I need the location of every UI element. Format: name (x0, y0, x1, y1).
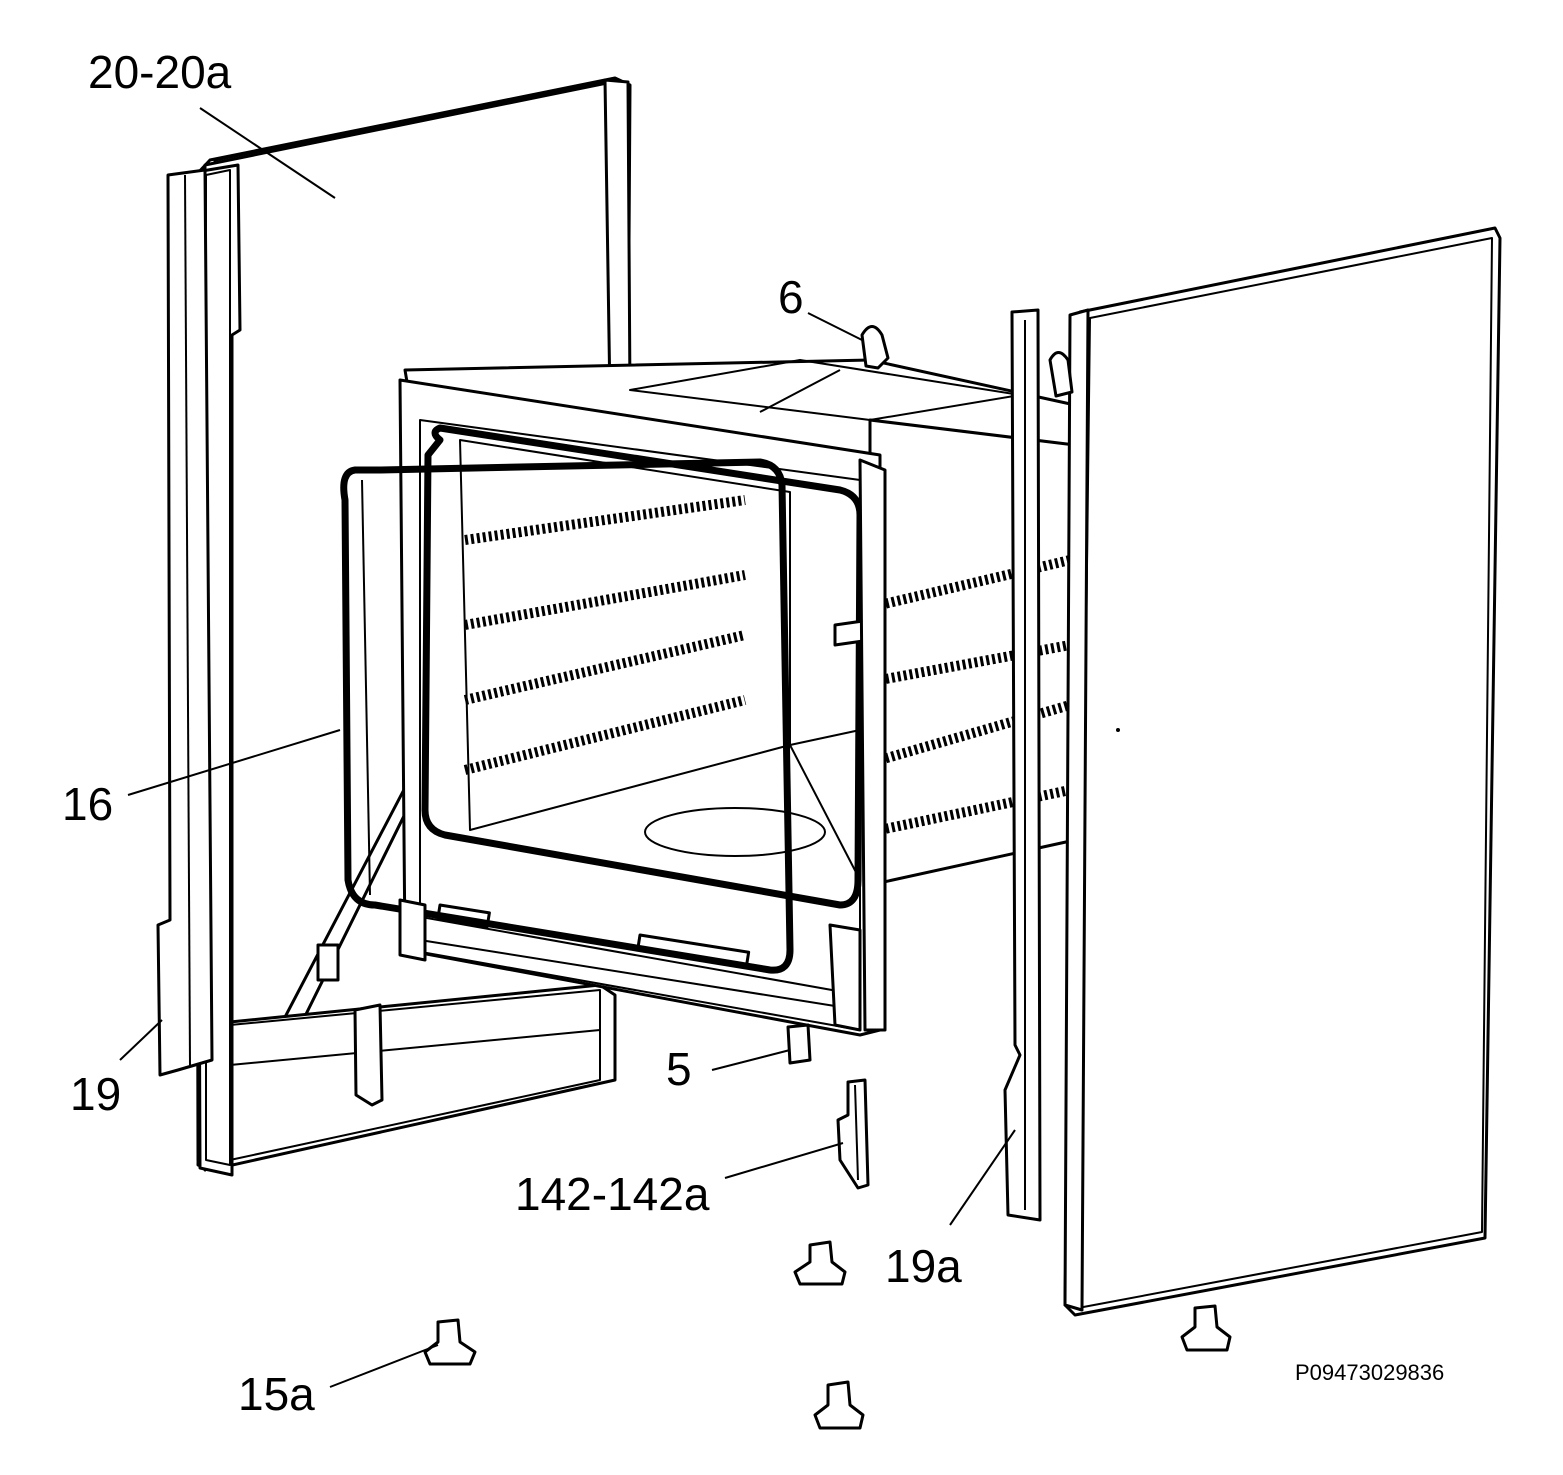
callout-labels: 20-20a 6 16 19 5 142-142a 19a 15a (62, 46, 962, 1420)
callout-5: 5 (666, 1043, 692, 1095)
right-rail (1003, 308, 1042, 1222)
callout-15a: 15a (238, 1368, 315, 1420)
callout-6: 6 (778, 271, 804, 323)
foot-4 (1180, 1304, 1232, 1352)
hinge-part (836, 1078, 870, 1190)
callout-20-20a: 20-20a (88, 46, 232, 98)
bottom-clip (786, 1023, 812, 1065)
top-clip (860, 325, 890, 370)
callout-19a: 19a (885, 1240, 962, 1292)
callout-19: 19 (70, 1068, 121, 1120)
foot-2 (423, 1318, 477, 1366)
leader-lines (119, 107, 1016, 1388)
foot-1 (793, 1240, 847, 1286)
left-rail (156, 168, 214, 1077)
oven-cavity (340, 358, 1077, 1037)
callout-16: 16 (62, 778, 113, 830)
right-side-panel (1048, 226, 1502, 1317)
callout-142-142a: 142-142a (515, 1168, 710, 1220)
foot-3 (813, 1380, 865, 1430)
reference-code: P09473029836 (1295, 1360, 1444, 1385)
